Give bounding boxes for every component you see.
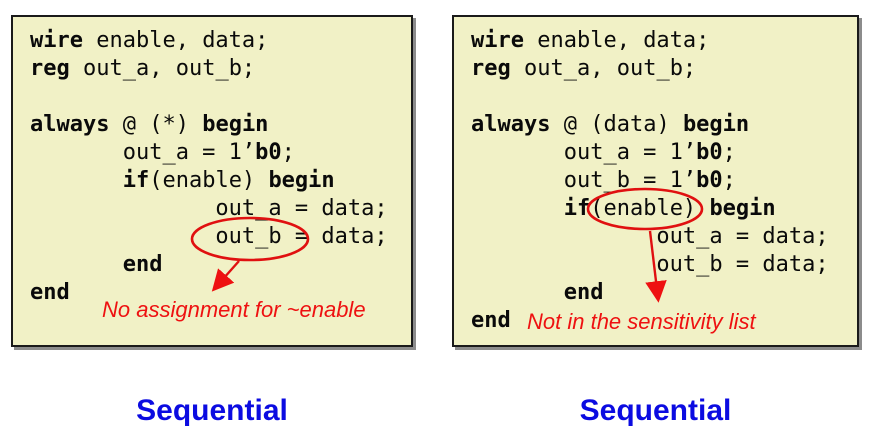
annotation-text: No assignment for ~enable bbox=[102, 297, 366, 322]
code-line: reg out_a, out_b; bbox=[30, 55, 388, 83]
code-keyword: always bbox=[471, 112, 551, 137]
code-line: out_a = data; bbox=[471, 223, 829, 251]
caption-sequential-right: Sequential bbox=[579, 394, 732, 427]
code-line: if(enable) begin bbox=[30, 167, 388, 195]
code-line: out_b = 1’b0; bbox=[471, 167, 829, 195]
code-keyword: begin bbox=[268, 168, 335, 193]
code-line: end bbox=[30, 279, 388, 307]
annotation-text: Not in the sensitivity list bbox=[527, 309, 756, 334]
code-keyword: wire bbox=[30, 28, 83, 53]
code-line: end bbox=[30, 251, 388, 279]
code-panel-left: wire enable, data;reg out_a, out_b; alwa… bbox=[11, 15, 413, 347]
code-keyword: reg bbox=[471, 56, 511, 81]
code-keyword: begin bbox=[682, 112, 750, 137]
code-keyword: b0 bbox=[696, 168, 723, 193]
code-line: end bbox=[471, 279, 829, 307]
code-line: always @ (*) begin bbox=[30, 111, 388, 139]
code-text: (enable) bbox=[149, 168, 269, 193]
code-text: @ (data) bbox=[550, 112, 683, 137]
code-panel-right: wire enable, data;reg out_a, out_b; alwa… bbox=[452, 15, 859, 347]
code-text bbox=[471, 280, 564, 305]
code-text: enable, data; bbox=[523, 28, 710, 53]
code-line: wire enable, data; bbox=[471, 27, 829, 55]
code-keyword: begin bbox=[709, 196, 776, 221]
code-line: out_b = data; bbox=[30, 223, 388, 251]
code-keyword: if bbox=[122, 168, 150, 193]
code-text: enable, data; bbox=[82, 28, 269, 53]
code-keyword: reg bbox=[30, 56, 70, 81]
code-keyword: b0 bbox=[255, 140, 282, 165]
code-text: ; bbox=[722, 140, 736, 165]
code-text: ; bbox=[281, 140, 295, 165]
caption-sequential-left: Sequential bbox=[136, 394, 288, 427]
code-text: (enable) bbox=[590, 196, 710, 221]
code-line: out_a = 1’b0; bbox=[471, 139, 829, 167]
code-text: out_a = data; bbox=[471, 224, 829, 249]
code-keyword: begin bbox=[202, 112, 269, 137]
code-line: out_a = 1’b0; bbox=[30, 139, 388, 167]
code-text: out_a = 1’ bbox=[471, 140, 697, 165]
code-text: out_b = 1’ bbox=[471, 168, 697, 193]
code-keyword: always bbox=[30, 112, 110, 137]
code-keyword: end bbox=[122, 252, 163, 277]
code-line: out_b = data; bbox=[471, 251, 829, 279]
code-text bbox=[471, 196, 564, 221]
code-text bbox=[30, 168, 123, 193]
code-keyword: end bbox=[30, 280, 70, 305]
code-text: out_b = data; bbox=[30, 224, 388, 249]
code-keyword: end bbox=[563, 280, 604, 305]
code-keyword: wire bbox=[471, 28, 524, 53]
code-text: out_b = data; bbox=[471, 252, 829, 277]
code-text: out_a, out_b; bbox=[69, 56, 256, 81]
code-keyword: b0 bbox=[696, 140, 723, 165]
code-line: wire enable, data; bbox=[30, 27, 388, 55]
code-line: out_a = data; bbox=[30, 195, 388, 223]
code-line bbox=[471, 83, 829, 111]
code-line: if(enable) begin bbox=[471, 195, 829, 223]
code-keyword: if bbox=[563, 196, 591, 221]
code-text: out_a, out_b; bbox=[510, 56, 697, 81]
code-text: @ (*) bbox=[109, 112, 203, 137]
code-text: out_a = 1’ bbox=[30, 140, 256, 165]
code-block: wire enable, data;reg out_a, out_b; alwa… bbox=[471, 27, 829, 335]
code-line: end bbox=[471, 307, 829, 335]
code-block: wire enable, data;reg out_a, out_b; alwa… bbox=[30, 27, 388, 307]
code-text: out_a = data; bbox=[30, 196, 388, 221]
code-keyword: end bbox=[471, 308, 511, 333]
code-line: reg out_a, out_b; bbox=[471, 55, 829, 83]
code-line bbox=[30, 83, 388, 111]
code-text: ; bbox=[722, 168, 736, 193]
code-line: always @ (data) begin bbox=[471, 111, 829, 139]
code-text bbox=[30, 252, 123, 277]
